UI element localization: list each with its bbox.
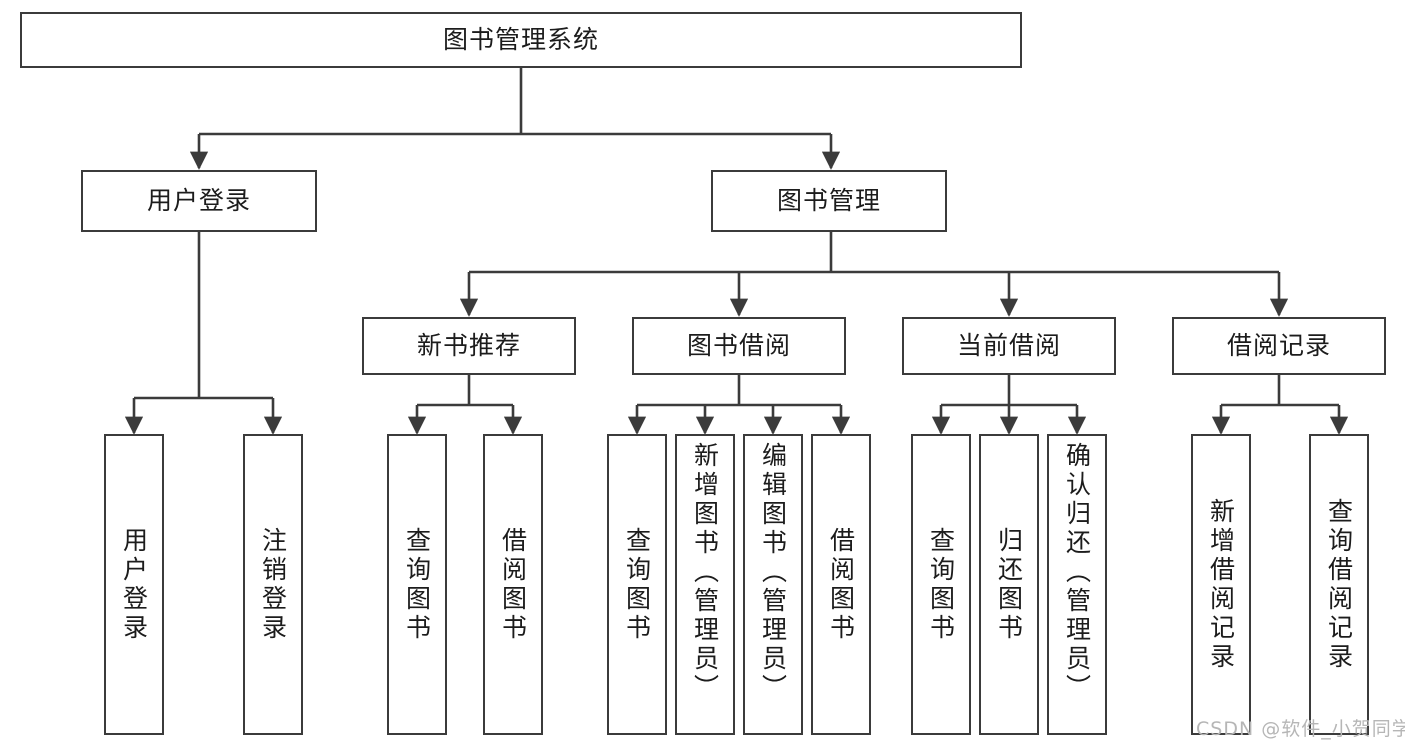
leaf-borrow-book-2-label: 借阅图书: [826, 526, 856, 643]
leaf-user-login-label: 用户登录: [119, 526, 149, 643]
leaf-query-book-2-label: 查询图书: [622, 526, 652, 643]
node-root-label: 图书管理系统: [442, 25, 599, 55]
leaf-borrow-book-1[interactable]: 借阅图书: [483, 434, 543, 735]
node-user-login-label: 用户登录: [146, 186, 251, 216]
node-current-borrow[interactable]: 当前借阅: [902, 317, 1116, 375]
node-borrow-record[interactable]: 借阅记录: [1172, 317, 1386, 375]
leaf-logout-login[interactable]: 注销登录: [243, 434, 303, 735]
node-book-manage-label: 图书管理: [776, 186, 881, 216]
node-borrow-record-label: 借阅记录: [1226, 331, 1331, 361]
csdn-watermark: CSDN @软件_小贺同学: [1196, 718, 1405, 740]
leaf-query-book-3[interactable]: 查询图书: [911, 434, 971, 735]
leaf-confirm-return[interactable]: 确认归还（管理员）: [1047, 434, 1107, 735]
leaf-edit-book[interactable]: 编辑图书（管理员）: [743, 434, 803, 735]
leaf-user-login[interactable]: 用户登录: [104, 434, 164, 735]
node-user-login[interactable]: 用户登录: [81, 170, 317, 232]
node-book-borrow-label: 图书借阅: [686, 331, 791, 361]
leaf-borrow-book-1-label: 借阅图书: [498, 526, 528, 643]
node-root[interactable]: 图书管理系统: [20, 12, 1022, 68]
leaf-query-book-1-label: 查询图书: [402, 526, 432, 643]
leaf-logout-login-label: 注销登录: [258, 526, 288, 643]
node-new-book-recommend[interactable]: 新书推荐: [362, 317, 576, 375]
node-book-borrow[interactable]: 图书借阅: [632, 317, 846, 375]
leaf-return-book-label: 归还图书: [994, 526, 1024, 643]
leaf-borrow-book-2[interactable]: 借阅图书: [811, 434, 871, 735]
leaf-edit-book-label: 编辑图书（管理员）: [758, 442, 788, 703]
leaf-query-book-1[interactable]: 查询图书: [387, 434, 447, 735]
leaf-confirm-return-label: 确认归还（管理员）: [1062, 442, 1092, 703]
node-current-borrow-label: 当前借阅: [956, 331, 1061, 361]
leaf-add-record[interactable]: 新增借阅记录: [1191, 434, 1251, 735]
leaf-query-record[interactable]: 查询借阅记录: [1309, 434, 1369, 735]
leaf-add-record-label: 新增借阅记录: [1206, 497, 1236, 672]
node-new-book-recommend-label: 新书推荐: [416, 331, 521, 361]
node-book-manage[interactable]: 图书管理: [711, 170, 947, 232]
leaf-add-book[interactable]: 新增图书（管理员）: [675, 434, 735, 735]
leaf-query-record-label: 查询借阅记录: [1324, 497, 1354, 672]
leaf-add-book-label: 新增图书（管理员）: [690, 442, 720, 703]
leaf-query-book-2[interactable]: 查询图书: [607, 434, 667, 735]
leaf-query-book-3-label: 查询图书: [926, 526, 956, 643]
leaf-return-book[interactable]: 归还图书: [979, 434, 1039, 735]
